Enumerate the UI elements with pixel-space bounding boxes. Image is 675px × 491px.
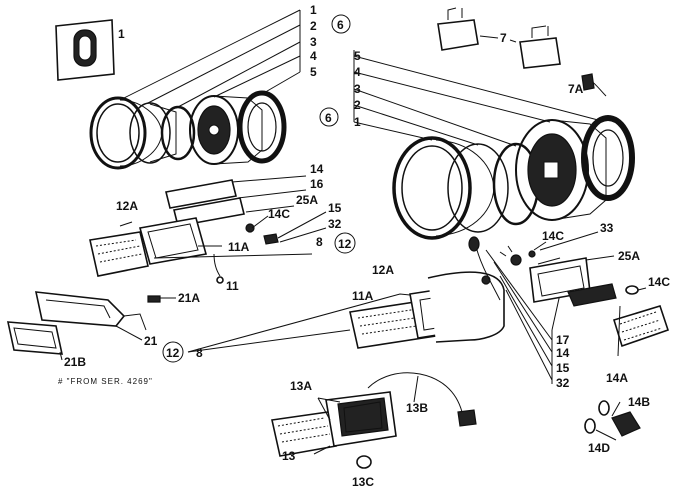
label-14a: 14A [606, 371, 628, 385]
right-indicator-assembly [349, 236, 536, 349]
label-25a-right: 25A [618, 249, 640, 263]
label-7a: 7A [568, 82, 584, 96]
label-21a: 21A [178, 291, 200, 305]
label-12a-left: 12A [116, 199, 138, 213]
label-5-right: 5 [354, 49, 361, 63]
label-4-right: 4 [354, 65, 361, 79]
label-14c-right: 14C [648, 275, 670, 289]
label-12-circled-bottom: 12 [166, 346, 180, 360]
label-3-left: 3 [310, 35, 317, 49]
label-14-left: 14 [310, 162, 324, 176]
side-marker-housing [6, 291, 176, 361]
part-labels: 1 2 3 4 5 1 6 7 7A 5 4 3 2 1 6 14 16 25A… [58, 3, 670, 489]
serial-note: # "FROM SER. 4269" [58, 377, 153, 386]
label-8-bottom: 8 [196, 346, 203, 360]
label-1-left: 1 [310, 3, 317, 17]
label-7: 7 [500, 31, 507, 45]
label-13: 13 [282, 449, 296, 463]
label-4-left: 4 [310, 49, 317, 63]
label-14b: 14B [628, 395, 650, 409]
right-indicator-leaders [485, 249, 561, 384]
label-12a-right: 12A [372, 263, 394, 277]
label-14-right: 14 [556, 346, 570, 360]
label-12-circled-top: 12 [338, 237, 352, 251]
label-25a-left: 25A [296, 193, 318, 207]
label-1-right: 1 [354, 115, 361, 129]
label-6-right-circled: 6 [325, 111, 332, 125]
label-13c: 13C [352, 475, 374, 489]
left-indicator-assembly [89, 179, 279, 284]
left-indicator-leaders [153, 175, 327, 259]
left-leader-lines [119, 9, 301, 108]
label-14d: 14D [588, 441, 610, 455]
right-headlamp-assembly [392, 115, 635, 240]
right-leader-lines [353, 50, 599, 147]
fog-lamp-units [437, 7, 607, 97]
left-headlamp-assembly [89, 90, 287, 170]
headlamp-mounting-plate [55, 19, 115, 81]
label-21: 21 [144, 334, 158, 348]
label-33: 33 [600, 221, 614, 235]
label-13b: 13B [406, 401, 428, 415]
label-5-left: 5 [310, 65, 317, 79]
label-17: 17 [556, 333, 570, 347]
label-14c-left: 14C [268, 207, 290, 221]
right-side-marker [529, 231, 670, 357]
label-14c-top-right: 14C [542, 229, 564, 243]
label-8-top: 8 [316, 235, 323, 249]
label-15-right: 15 [556, 361, 570, 375]
label-6-left-circled: 6 [337, 18, 344, 32]
label-32-right: 32 [556, 376, 570, 390]
label-1-plate: 1 [118, 27, 125, 41]
lower-indicator-assembly [271, 372, 477, 469]
label-16: 16 [310, 177, 324, 191]
label-21b: 21B [64, 355, 86, 369]
label-15-left: 15 [328, 201, 342, 215]
label-11a-left: 11A [228, 240, 250, 254]
label-13a: 13A [290, 379, 312, 393]
label-32-left: 32 [328, 217, 342, 231]
rear-marker-parts [584, 400, 641, 441]
label-3-right: 3 [354, 82, 361, 96]
label-2-right: 2 [354, 98, 361, 112]
label-11a-right: 11A [352, 289, 374, 303]
label-11: 11 [226, 279, 239, 293]
label-2-left: 2 [310, 19, 317, 33]
